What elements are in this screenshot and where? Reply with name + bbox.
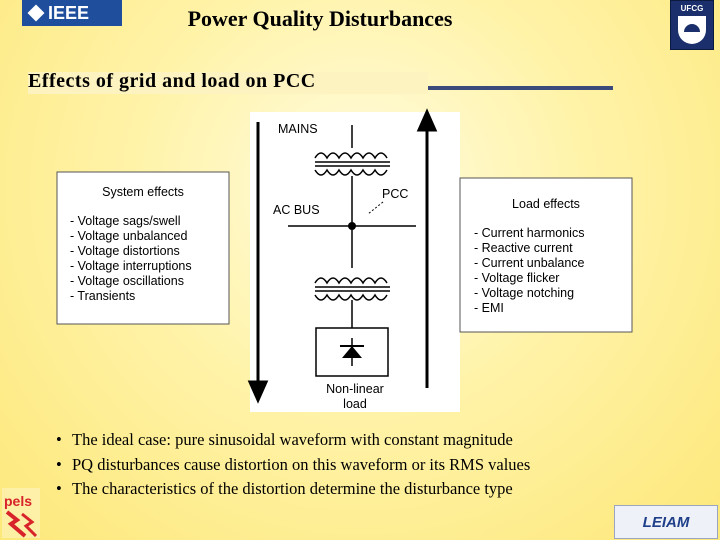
- system-effect-item: - Transients: [70, 289, 135, 303]
- bullet-text: The ideal case: pure sinusoidal waveform…: [72, 430, 513, 449]
- ufcg-logo-text: UFCG: [680, 4, 704, 13]
- grid-arrow-head: [247, 380, 269, 404]
- load-effect-item: - Current unbalance: [474, 256, 585, 270]
- bullet-text: The characteristics of the distortion de…: [72, 479, 513, 498]
- load-effect-item: - Current harmonics: [474, 226, 584, 240]
- diode-icon: [340, 338, 364, 366]
- system-effect-item: - Voltage sags/swell: [70, 214, 180, 228]
- ieee-logo: IEEE: [22, 0, 122, 26]
- load-effects-frame: [459, 177, 633, 333]
- bullet-text: PQ disturbances cause distortion on this…: [72, 454, 531, 474]
- load-arrow-head: [416, 108, 438, 132]
- load-effect-item: - EMI: [474, 301, 504, 315]
- system-effects-box: System effects - Voltage sags/swell - Vo…: [56, 171, 230, 325]
- load-label-line-2: load: [343, 397, 367, 411]
- load-effects-box: Load effects - Current harmonics - React…: [459, 177, 633, 333]
- bullet-item: PQ disturbances cause distortion on this…: [56, 453, 716, 478]
- lepam-logo-text: LEIAM: [642, 513, 690, 531]
- lepam-logo: LEIAM: [614, 505, 718, 539]
- bullet-list: The ideal case: pure sinusoidal waveform…: [56, 428, 716, 502]
- load-effect-item: - Reactive current: [474, 241, 573, 255]
- slide-subtitle: Effects of grid and load on PCC: [28, 70, 316, 92]
- system-effect-item: - Voltage unbalanced: [70, 229, 188, 243]
- ufcg-shield-icon: [678, 16, 706, 44]
- pels-logo: pels: [2, 488, 40, 538]
- bullet-item: The ideal case: pure sinusoidal waveform…: [56, 428, 716, 453]
- ac-bus-label: AC BUS: [273, 203, 320, 217]
- ufcg-logo: UFCG: [670, 0, 714, 50]
- load-label-line-1: Non-linear: [326, 382, 384, 396]
- bullet-item: The characteristics of the distortion de…: [56, 477, 716, 502]
- bottom-transformer-icon: [314, 277, 390, 328]
- system-effects-title: System effects: [102, 185, 184, 199]
- ieee-logo-text: IEEE: [48, 2, 90, 23]
- pels-logo-text: pels: [4, 493, 32, 509]
- load-effect-item: - Voltage flicker: [474, 271, 559, 285]
- top-transformer-icon: [314, 125, 390, 268]
- pcc-label: PCC: [382, 187, 408, 201]
- load-effects-title: Load effects: [512, 197, 580, 211]
- load-effect-item: - Voltage notching: [474, 286, 574, 300]
- mains-label: MAINS: [278, 122, 318, 136]
- pcc-pointer: [367, 201, 384, 215]
- pcc-node: [348, 222, 356, 230]
- subtitle-background: [28, 72, 428, 94]
- system-effect-item: - Voltage interruptions: [70, 259, 192, 273]
- page-title: Power Quality Disturbances: [187, 6, 453, 31]
- system-effects-frame: [56, 171, 230, 325]
- system-effect-item: - Voltage distortions: [70, 244, 180, 258]
- system-effect-item: - Voltage oscillations: [70, 274, 184, 288]
